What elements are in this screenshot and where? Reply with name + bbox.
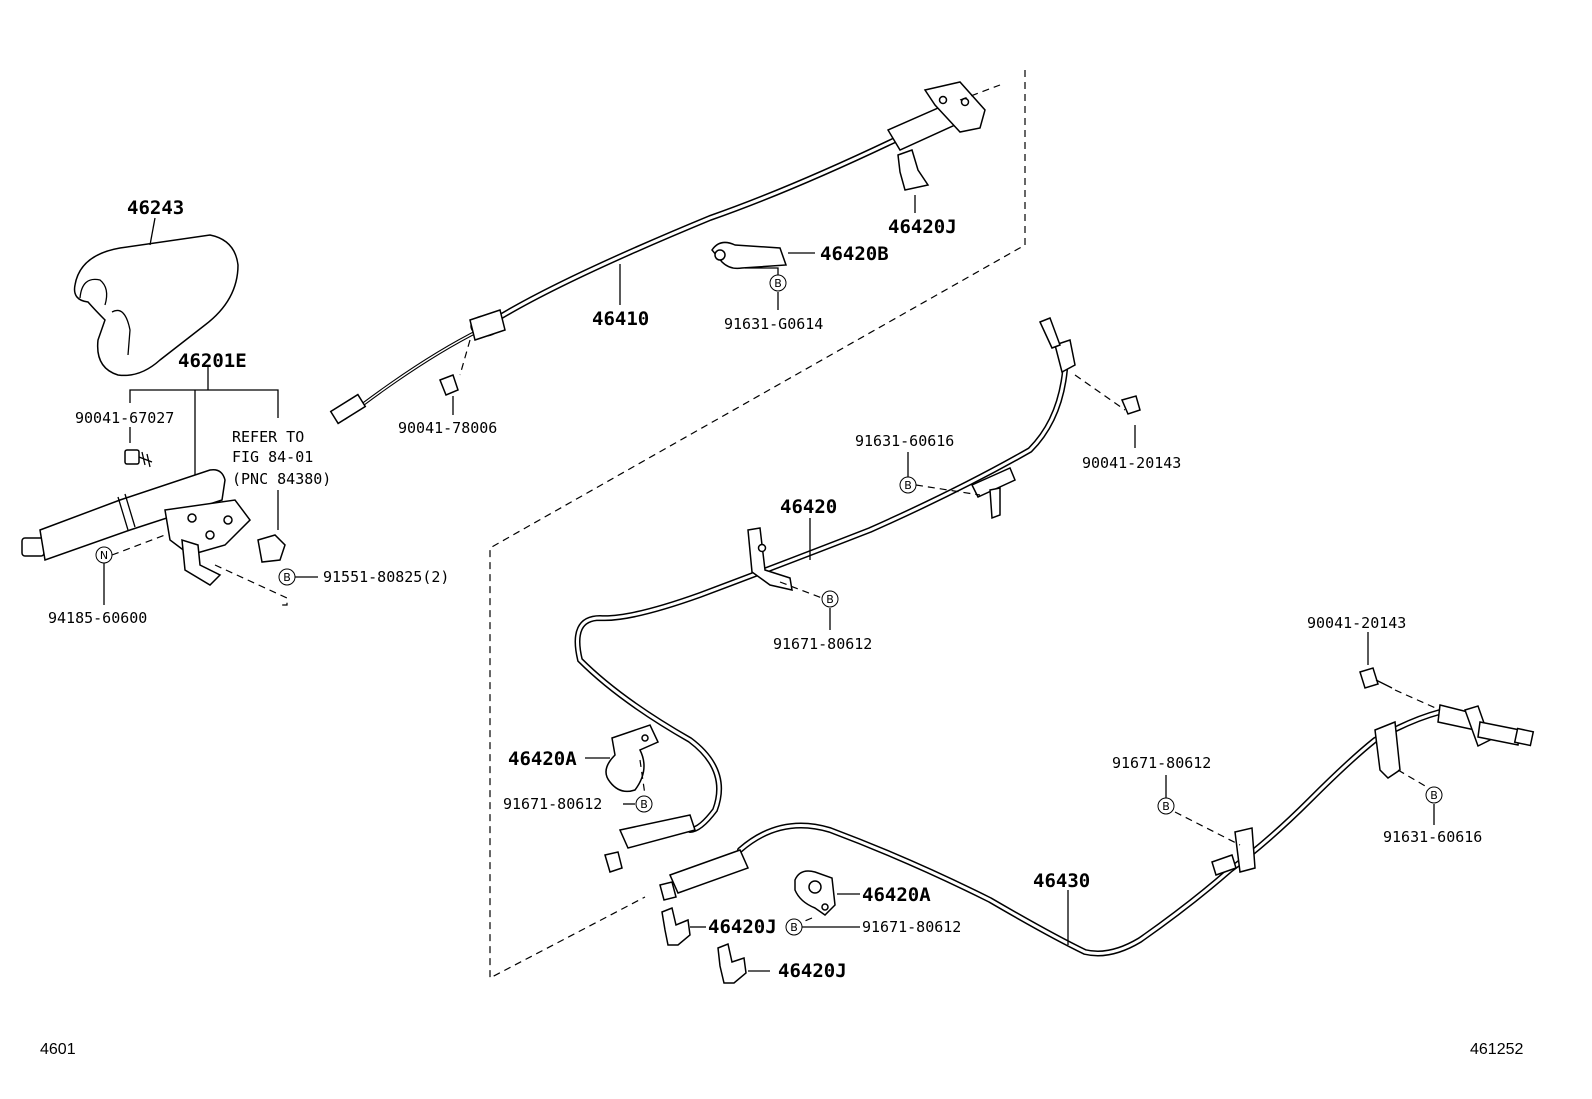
bolt-marker-91631-60616-mid bbox=[899, 476, 917, 494]
label-91671-80612-center: 91671-80612 bbox=[773, 635, 872, 653]
corner-code-right: 461252 bbox=[1470, 1041, 1523, 1058]
rear-cable-46430 bbox=[659, 667, 1535, 957]
bolt-marker-91551-80825 bbox=[278, 568, 296, 586]
corner-code-left: 4601 bbox=[40, 1041, 76, 1058]
label-46420J-top: 46420J bbox=[888, 216, 957, 238]
leaders-46430 bbox=[1067, 632, 1435, 945]
refer-note-line1: REFER TO bbox=[232, 428, 304, 446]
part-labels: 46243 46201E 46410 46420J 46420B 46420 4… bbox=[127, 197, 1090, 982]
lever-grip-cover bbox=[73, 234, 239, 377]
label-46410: 46410 bbox=[592, 308, 649, 330]
label-90041-20143-top: 90041-20143 bbox=[1082, 454, 1181, 472]
label-91671-80612-right: 91671-80612 bbox=[1112, 754, 1211, 772]
bolt-marker-91631-60616-right bbox=[1425, 786, 1443, 804]
label-90041-20143-right: 90041-20143 bbox=[1307, 614, 1406, 632]
label-46420J-mid: 46420J bbox=[708, 916, 777, 938]
label-46430: 46430 bbox=[1033, 870, 1090, 892]
bolt-marker-91671-80612-low bbox=[785, 918, 803, 936]
bolt-marker-91671-80612-left bbox=[635, 795, 653, 813]
front-cable-46410 bbox=[329, 81, 1001, 425]
parking-brake-lever bbox=[21, 449, 286, 586]
bolt-marker-91671-80612-center bbox=[821, 590, 839, 608]
label-91631-60616-mid: 91631-60616 bbox=[855, 432, 954, 450]
nut-marker-94185-60600 bbox=[95, 546, 113, 564]
label-46420J-low: 46420J bbox=[778, 960, 847, 982]
rear-cable-46420 bbox=[574, 317, 1141, 873]
clamp-46420A-left bbox=[585, 724, 660, 805]
label-46420B: 46420B bbox=[820, 243, 889, 265]
clamp-46420A-mid bbox=[794, 870, 860, 928]
leaders-front bbox=[452, 195, 916, 415]
label-46420A-left: 46420A bbox=[508, 748, 577, 770]
bolt-labels: 90041-67027 90041-78006 91631-G0614 9163… bbox=[48, 315, 1482, 936]
leaders-46201E bbox=[103, 365, 318, 606]
bolt-marker-91671-80612-right bbox=[1157, 797, 1175, 815]
label-46243: 46243 bbox=[127, 197, 184, 219]
label-91631-G0614: 91631-G0614 bbox=[724, 315, 823, 333]
refer-note-line2: FIG 84-01 bbox=[232, 448, 313, 466]
label-91551-80825: 91551-80825(2) bbox=[323, 568, 449, 586]
leaders-46420 bbox=[779, 425, 1136, 630]
refer-note: REFER TO FIG 84-01 (PNC 84380) bbox=[232, 428, 331, 488]
label-46201E: 46201E bbox=[178, 350, 247, 372]
label-91671-80612-low: 91671-80612 bbox=[862, 918, 961, 936]
bolt-marker-91631-G0614 bbox=[769, 274, 787, 292]
refer-note-line3: (PNC 84380) bbox=[232, 470, 331, 488]
label-94185-60600: 94185-60600 bbox=[48, 609, 147, 627]
label-91631-60616-right: 91631-60616 bbox=[1383, 828, 1482, 846]
label-90041-67027: 90041-67027 bbox=[75, 409, 174, 427]
clip-46420J-mid bbox=[661, 906, 706, 946]
region-boundaries bbox=[489, 70, 1026, 979]
label-46420A-mid: 46420A bbox=[862, 884, 931, 906]
label-46420: 46420 bbox=[780, 496, 837, 518]
label-91671-80612-left: 91671-80612 bbox=[503, 795, 602, 813]
clip-46420J-low bbox=[717, 942, 770, 984]
label-90041-78006: 90041-78006 bbox=[398, 419, 497, 437]
leader-46243 bbox=[149, 217, 156, 246]
